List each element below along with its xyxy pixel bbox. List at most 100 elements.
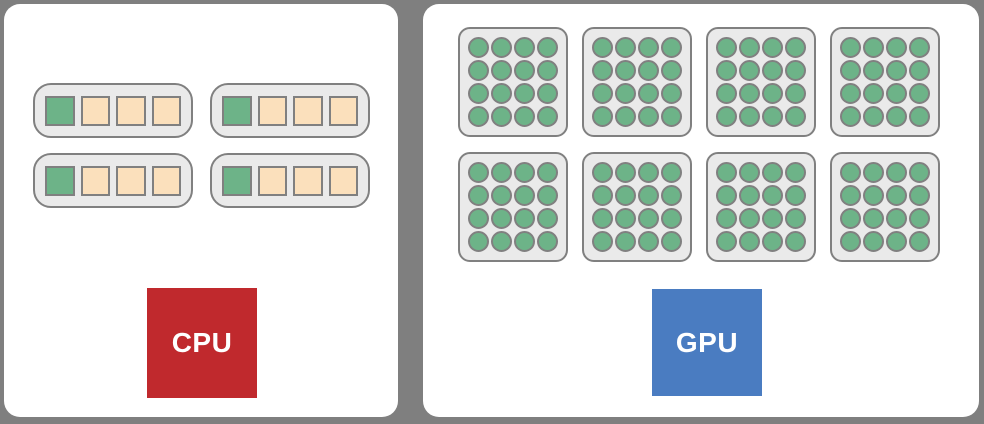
gpu-core-dot	[762, 231, 783, 252]
cpu-core-cell	[151, 95, 181, 126]
gpu-core-dot	[491, 106, 512, 127]
cpu-core-cell	[293, 95, 323, 126]
gpu-core-dot	[537, 83, 558, 104]
gpu-core-dot	[909, 162, 930, 183]
gpu-core-dot	[661, 106, 682, 127]
gpu-core-dot	[863, 37, 884, 58]
gpu-core-dot	[886, 231, 907, 252]
gpu-core-dot	[886, 60, 907, 81]
gpu-core-dot	[537, 37, 558, 58]
gpu-core-dot	[592, 83, 613, 104]
cpu-core-cell	[328, 165, 358, 196]
gpu-core-dot	[615, 231, 636, 252]
gpu-core-dot	[537, 185, 558, 206]
gpu-core-dot	[739, 231, 760, 252]
gpu-core-dot	[537, 162, 558, 183]
gpu-core-dot	[739, 60, 760, 81]
cpu-core-cell	[116, 165, 146, 196]
cpu-core-cell	[328, 95, 358, 126]
gpu-core-dot	[785, 37, 806, 58]
cpu-label-chip: CPU	[147, 288, 257, 398]
gpu-core-dot	[615, 208, 636, 229]
gpu-core-dot	[739, 106, 760, 127]
gpu-core-block	[830, 152, 940, 262]
gpu-core-dot	[762, 106, 783, 127]
gpu-core-dot	[514, 60, 535, 81]
gpu-core-dot	[468, 162, 489, 183]
gpu-core-dot	[468, 60, 489, 81]
gpu-core-dot	[537, 231, 558, 252]
gpu-core-block	[706, 27, 816, 137]
gpu-core-dot	[739, 83, 760, 104]
gpu-core-block	[458, 27, 568, 137]
gpu-core-dot	[514, 208, 535, 229]
cpu-core-cell	[222, 165, 252, 196]
gpu-core-dot	[886, 185, 907, 206]
gpu-core-dot	[909, 231, 930, 252]
gpu-core-dot	[739, 162, 760, 183]
gpu-core-dot	[716, 60, 737, 81]
gpu-core-dot	[762, 37, 783, 58]
cpu-core-cell	[45, 165, 75, 196]
gpu-core-dot	[909, 208, 930, 229]
gpu-core-dot	[661, 37, 682, 58]
gpu-core-dot	[863, 185, 884, 206]
gpu-core-dot	[537, 60, 558, 81]
gpu-core-dot	[840, 106, 861, 127]
cpu-core-cell	[222, 95, 252, 126]
gpu-core-dot	[491, 162, 512, 183]
gpu-core-dot	[716, 231, 737, 252]
cpu-core-group	[210, 153, 370, 208]
gpu-core-dot	[762, 185, 783, 206]
gpu-core-dot	[592, 162, 613, 183]
gpu-core-dot	[615, 185, 636, 206]
cpu-core-cell	[151, 165, 181, 196]
gpu-core-dot	[592, 60, 613, 81]
gpu-core-dot	[638, 231, 659, 252]
gpu-core-dot	[468, 37, 489, 58]
cpu-core-group	[33, 153, 193, 208]
gpu-core-dot	[661, 83, 682, 104]
cpu-panel: CPU	[4, 4, 398, 417]
gpu-core-dot	[739, 37, 760, 58]
gpu-core-dot	[716, 106, 737, 127]
gpu-core-dot	[863, 106, 884, 127]
gpu-label: GPU	[675, 326, 739, 358]
gpu-core-dot	[592, 231, 613, 252]
gpu-core-dot	[840, 162, 861, 183]
gpu-core-dot	[491, 83, 512, 104]
gpu-core-dot	[661, 162, 682, 183]
gpu-core-block	[706, 152, 816, 262]
gpu-core-dot	[863, 60, 884, 81]
gpu-core-dot	[638, 37, 659, 58]
gpu-core-dot	[716, 162, 737, 183]
gpu-core-dot	[785, 185, 806, 206]
cpu-core-cell	[257, 95, 287, 126]
gpu-core-dot	[638, 162, 659, 183]
cpu-core-cell	[116, 95, 146, 126]
gpu-core-dot	[661, 60, 682, 81]
gpu-core-dot	[785, 83, 806, 104]
gpu-core-dot	[615, 162, 636, 183]
gpu-core-dot	[909, 106, 930, 127]
gpu-core-dot	[638, 106, 659, 127]
gpu-core-dot	[886, 37, 907, 58]
gpu-core-dot	[491, 60, 512, 81]
cpu-core-cell	[80, 165, 110, 196]
gpu-core-dot	[886, 83, 907, 104]
gpu-core-dot	[514, 83, 535, 104]
gpu-core-dot	[785, 106, 806, 127]
gpu-panel: GPU	[423, 4, 979, 417]
gpu-core-dot	[592, 185, 613, 206]
gpu-core-dot	[762, 83, 783, 104]
cpu-core-cell	[80, 95, 110, 126]
gpu-core-dot	[785, 231, 806, 252]
gpu-core-block	[458, 152, 568, 262]
gpu-core-dot	[468, 106, 489, 127]
cpu-core-cell	[45, 95, 75, 126]
gpu-core-dot	[716, 208, 737, 229]
gpu-core-dot	[863, 231, 884, 252]
cpu-core-cell	[293, 165, 323, 196]
gpu-core-dot	[840, 185, 861, 206]
gpu-core-dot	[491, 208, 512, 229]
